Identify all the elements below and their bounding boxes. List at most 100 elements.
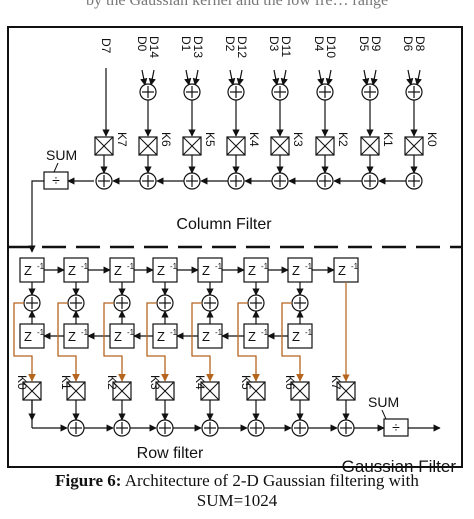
input-label: D2	[223, 36, 237, 52]
input-label: D3	[267, 36, 281, 52]
sum-top-label: SUM	[46, 147, 77, 163]
column-multiplier	[94, 136, 114, 156]
input-label: D6	[401, 36, 415, 52]
input-label: D12	[235, 36, 249, 58]
input-label: D9	[369, 36, 383, 52]
gaussian-filter-label: Gaussian Filter	[342, 457, 457, 476]
input-label: D4	[312, 36, 326, 52]
delay-register: Z -1	[243, 323, 269, 349]
pre-adder	[271, 83, 289, 101]
row-coefficient-label: K0	[15, 375, 29, 390]
svg-text:-1: -1	[37, 328, 45, 337]
column-multiplier	[360, 136, 380, 156]
feedback-line	[103, 302, 126, 382]
row-multiplier	[246, 381, 266, 401]
svg-text:Z: Z	[114, 329, 122, 344]
svg-text:Z: Z	[248, 329, 256, 344]
column-coefficient-label: K3	[291, 132, 305, 147]
input-line	[325, 69, 333, 86]
feedback-line	[191, 302, 214, 382]
input-label: D8	[413, 36, 427, 52]
svg-text:-1: -1	[37, 262, 45, 271]
delay-register: Z-1	[243, 257, 269, 283]
feedback-line	[13, 302, 36, 382]
row-sum-adder	[337, 419, 355, 437]
column-multiplier	[270, 136, 290, 156]
row-coefficient-label: K5	[239, 375, 253, 390]
column-adder	[95, 172, 113, 190]
svg-text:Z: Z	[292, 263, 300, 278]
delay-register: Z -1	[197, 257, 223, 283]
svg-text:-1: -1	[305, 328, 313, 337]
row-adder	[201, 294, 219, 312]
delay-register: Z -1	[287, 323, 313, 349]
delay-register: Z-1	[333, 257, 359, 283]
svg-text:Z: Z	[24, 329, 32, 344]
svg-text:Z: Z	[202, 329, 210, 344]
row-adder	[291, 294, 309, 312]
input-label: D1	[179, 36, 193, 52]
pre-adder	[139, 83, 157, 101]
delay-register: Z -1	[63, 257, 89, 283]
svg-text:-1: -1	[261, 328, 269, 337]
column-multiplier	[138, 136, 158, 156]
svg-text:Z: Z	[157, 263, 165, 278]
row-sum-adder	[156, 419, 174, 437]
input-line	[280, 69, 288, 86]
feedback-line	[146, 302, 169, 382]
column-adder	[183, 172, 201, 190]
svg-text:-1: -1	[81, 328, 89, 337]
svg-text:-1: -1	[261, 262, 269, 271]
row-multiplier	[155, 381, 175, 401]
row-adder	[67, 294, 85, 312]
svg-text:Z: Z	[202, 263, 210, 278]
delay-register: Z-1	[197, 323, 223, 349]
row-sum-adder	[67, 419, 85, 437]
input-line	[317, 69, 325, 86]
svg-text:Z: Z	[68, 329, 76, 344]
row-sum-adder	[247, 419, 265, 437]
feedback-line	[281, 302, 304, 382]
svg-text:-1: -1	[170, 262, 178, 271]
column-adder	[316, 172, 334, 190]
svg-text:-1: -1	[81, 262, 89, 271]
column-adder	[227, 172, 245, 190]
delay-register: Z-1	[109, 257, 135, 283]
svg-text:Z: Z	[157, 329, 165, 344]
svg-text:Z: Z	[68, 263, 76, 278]
column-coefficient-label: K6	[159, 132, 173, 147]
column-adder	[405, 172, 423, 190]
input-line	[362, 69, 370, 86]
column-adder	[271, 172, 289, 190]
row-multiplier	[22, 381, 42, 401]
delay-register: Z -1	[19, 323, 45, 349]
caption-text: Architecture of 2-D Gaussian filtering w…	[121, 471, 419, 490]
delay-register: Z-1	[152, 323, 178, 349]
input-label: D5	[357, 36, 371, 52]
input-label: D14	[147, 36, 161, 58]
svg-text:Z: Z	[292, 329, 300, 344]
svg-text:-1: -1	[127, 262, 135, 271]
row-filter-label: Row filter	[137, 445, 204, 462]
svg-text:-1: -1	[215, 262, 223, 271]
column-adder	[361, 172, 379, 190]
feedback-line	[57, 302, 80, 382]
input-line	[414, 69, 422, 86]
input-label: D0	[135, 36, 149, 52]
top-text-snippet: by the Gaussian kernel and the low fre… …	[85, 0, 389, 9]
row-sum-adder	[113, 419, 131, 437]
input-line	[184, 69, 192, 86]
column-coefficient-label: K4	[247, 132, 261, 147]
row-coefficient-label: K6	[283, 375, 297, 390]
sum-divider-bottom-symbol: ÷	[392, 419, 400, 435]
column-multiplier	[404, 136, 424, 156]
pre-adder	[361, 83, 379, 101]
pre-adder	[405, 83, 423, 101]
row-sum-adder	[201, 419, 219, 437]
row-adder	[156, 294, 174, 312]
column-coefficient-label: K7	[115, 132, 129, 147]
row-adder	[247, 294, 265, 312]
sum-divider-top-symbol: ÷	[52, 172, 60, 188]
feedback-line	[237, 302, 260, 382]
